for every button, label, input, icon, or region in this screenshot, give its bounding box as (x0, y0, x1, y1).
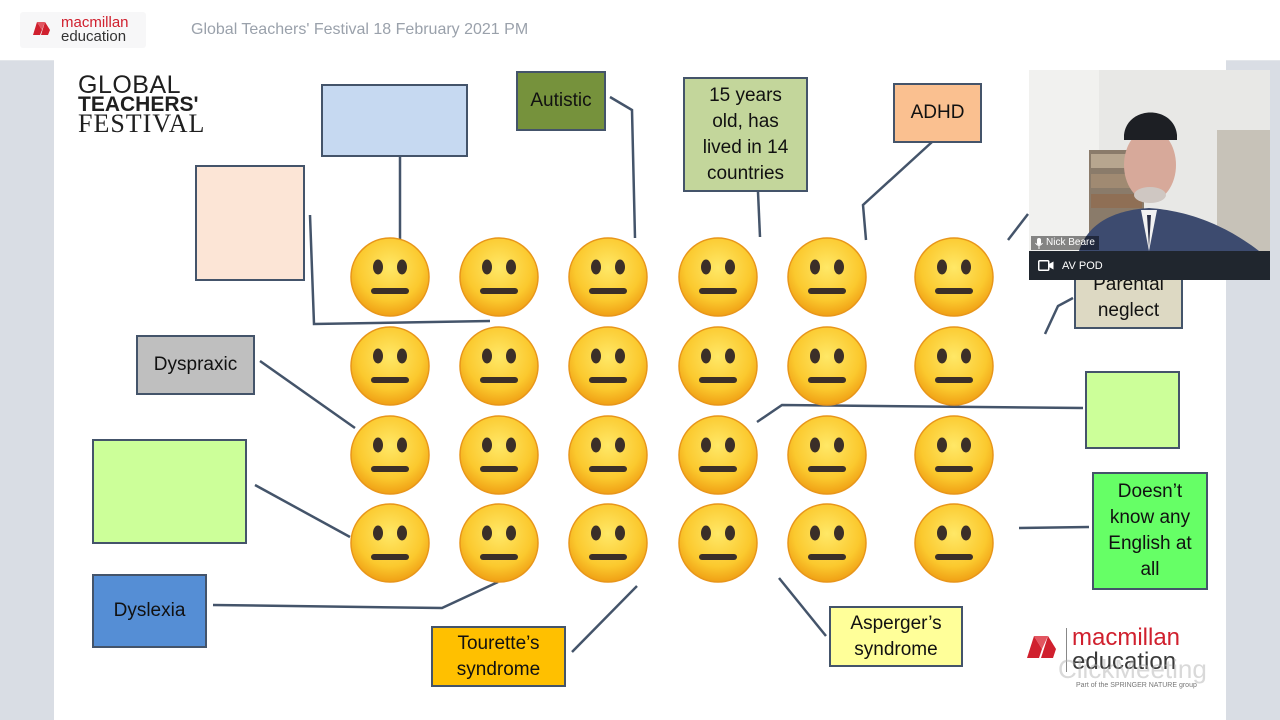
macmillan-logo-icon (33, 22, 50, 35)
box-tourettes: Tourette’s syndrome (431, 626, 566, 687)
footer-logo-line-1: macmillan (1072, 624, 1181, 651)
av-pod-label: AV POD (1062, 259, 1103, 272)
neutral-face-emoji-icon (678, 415, 758, 495)
neutral-face-emoji-icon (678, 326, 758, 406)
macmillan-footer-mark-icon (1027, 636, 1056, 658)
neutral-face-emoji-icon (459, 326, 539, 406)
box-dyspraxic: Dyspraxic (136, 335, 255, 395)
neutral-face-emoji-icon (459, 503, 539, 583)
box-blank-peach (195, 165, 305, 281)
neutral-face-emoji-icon (787, 326, 867, 406)
neutral-face-emoji-icon (787, 503, 867, 583)
connector-tourettes (571, 585, 638, 653)
footer-logo-line-2: education (1072, 648, 1177, 675)
brand-line-1: macmillan (61, 14, 129, 31)
box-adhd: ADHD (893, 83, 982, 143)
neutral-face-emoji-icon (787, 415, 867, 495)
neutral-face-emoji-icon (459, 237, 539, 317)
connector-dyspraxic (259, 359, 356, 430)
connector-parental-upper (1007, 213, 1029, 241)
clickmeeting-watermark: ClickMeeting (1058, 654, 1207, 684)
microphone-icon (1035, 237, 1043, 249)
av-pod-bar[interactable]: AV POD (1029, 251, 1270, 280)
neutral-face-emoji-icon (914, 326, 994, 406)
macmillan-brand-logo[interactable]: macmillan education (20, 12, 146, 48)
neutral-face-emoji-icon (914, 415, 994, 495)
neutral-face-emoji-icon (568, 415, 648, 495)
neutral-face-emoji-icon (350, 237, 430, 317)
connector-adhd (861, 141, 933, 241)
box-fifteen-years: 15 years old, has lived in 14 countries (683, 77, 808, 192)
connector-autistic (609, 95, 637, 239)
box-no-english: Doesn’t know any English at all (1092, 472, 1208, 590)
box-aspergers: Asperger’s syndrome (829, 606, 963, 667)
festival-logo-line-2: TEACHERS' (78, 93, 199, 116)
connector-blank-green-right (756, 403, 1084, 424)
box-dyslexia: Dyslexia (92, 574, 207, 648)
festival-logo-line-3: FESTIVAL (78, 109, 206, 138)
neutral-face-emoji-icon (350, 503, 430, 583)
neutral-face-emoji-icon (568, 237, 648, 317)
neutral-face-emoji-icon (568, 326, 648, 406)
neutral-face-emoji-icon (678, 237, 758, 317)
neutral-face-emoji-icon (678, 503, 758, 583)
connector-no-english (1018, 525, 1090, 530)
box-autistic: Autistic (516, 71, 606, 131)
connector-parental-neglect (1043, 296, 1074, 335)
neutral-face-emoji-icon (350, 326, 430, 406)
connector-dyslexia (212, 580, 499, 610)
footer-logo-line-3: Part of the SPRINGER NATURE group (1076, 682, 1197, 689)
video-camera-icon[interactable] (1038, 260, 1054, 271)
presenter-name: Nick Beare (1046, 237, 1095, 248)
connector-blank-green-left (254, 483, 351, 539)
connector-fifteen-years (756, 191, 762, 238)
presenter-video-pod[interactable]: Nick Beare AV POD (1029, 70, 1270, 280)
neutral-face-emoji-icon (568, 503, 648, 583)
presenter-video-feed (1029, 70, 1270, 251)
connector-aspergers (778, 577, 827, 637)
connector-blank-peach (308, 214, 491, 326)
presenter-name-tag: Nick Beare (1031, 236, 1099, 250)
box-blank-green-right (1085, 371, 1180, 449)
brand-line-2: education (61, 28, 127, 45)
neutral-face-emoji-icon (459, 415, 539, 495)
top-bar: macmillan education Global Teachers' Fes… (0, 0, 1280, 61)
box-parental-neglect: Parental neglect (1074, 272, 1183, 329)
festival-logo-line-1: GLOBAL (78, 71, 182, 99)
neutral-face-emoji-icon (914, 237, 994, 317)
neutral-face-emoji-icon (350, 415, 430, 495)
box-blank-green-left (92, 439, 247, 544)
neutral-face-emoji-icon (787, 237, 867, 317)
neutral-face-emoji-icon (914, 503, 994, 583)
box-blank-blue (321, 84, 468, 157)
event-title: Global Teachers' Festival 18 February 20… (191, 21, 529, 38)
logo-divider (1066, 628, 1067, 672)
global-teachers-festival-logo: GLOBAL TEACHERS' FESTIVAL (78, 71, 206, 138)
